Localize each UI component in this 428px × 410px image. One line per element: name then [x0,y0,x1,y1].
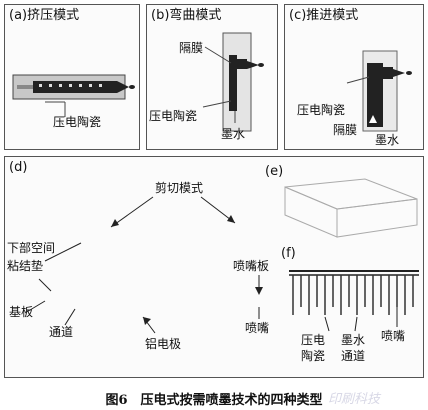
panel-d-title: (d) [9,160,28,175]
push-mode-illustration [346,50,412,132]
panel-f-piezo-label-line2: 陶瓷 [301,349,326,363]
bend-mode-illustration [202,32,264,132]
panel-b-ink-label: 墨水 [221,127,246,141]
panel-d-channel-label: 通道 [49,325,74,339]
panel-d-nozzle-plate-label: 喷嘴板 [233,259,270,273]
panel-d-space-label: 下部空间 [7,241,56,255]
panel-b-bend-mode: (b)弯曲模式 隔膜 压电陶瓷 墨水 [146,4,278,150]
panel-b-diaphragm-label: 隔膜 [179,41,204,55]
panel-f-ink-label-line1: 墨水 [341,333,366,347]
panel-c-ink-label: 墨水 [375,133,400,147]
panel-c-title: (c)推进模式 [289,8,359,23]
panel-d-shear-label: 剪切模式 [155,181,204,195]
panel-e-title: (e) [265,164,284,179]
panel-b-title: (b)弯曲模式 [151,8,222,23]
panel-a-squeeze-mode: (a)挤压模式 压电陶瓷 [4,4,140,150]
panel-f-ink-label-line2: 通道 [341,349,366,363]
shear-mode-illustration [24,178,419,334]
panel-d-pad-label: 粘结垫 [7,259,44,273]
squeeze-mode-illustration [12,74,135,117]
panel-d-shear-mode: (d) [4,156,424,378]
panel-f-piezo-label-line1: 压电 [301,333,326,347]
panel-b-piezo-label: 压电陶瓷 [149,109,198,123]
panel-d-substrate-label: 基板 [9,305,34,319]
panel-c-diaphragm-label: 隔膜 [333,123,358,137]
figure-caption: 图6 压电式按需喷墨技术的四种类型 [105,393,323,408]
panel-a-title: (a)挤压模式 [9,8,80,23]
panel-f-title: (f) [281,246,296,261]
panel-d-nozzle-label: 喷嘴 [245,321,270,335]
panel-a-piezo-label: 压电陶瓷 [53,115,102,129]
panel-c-piezo-label: 压电陶瓷 [297,103,346,117]
panel-d-electrode-label: 铝电极 [145,337,182,351]
watermark: 印刷科技 [328,391,381,406]
panel-c-push-mode: (c)推进模式 压电陶瓷 隔膜 墨水 [284,4,424,150]
panel-f-nozzle-label: 喷嘴 [381,329,406,343]
